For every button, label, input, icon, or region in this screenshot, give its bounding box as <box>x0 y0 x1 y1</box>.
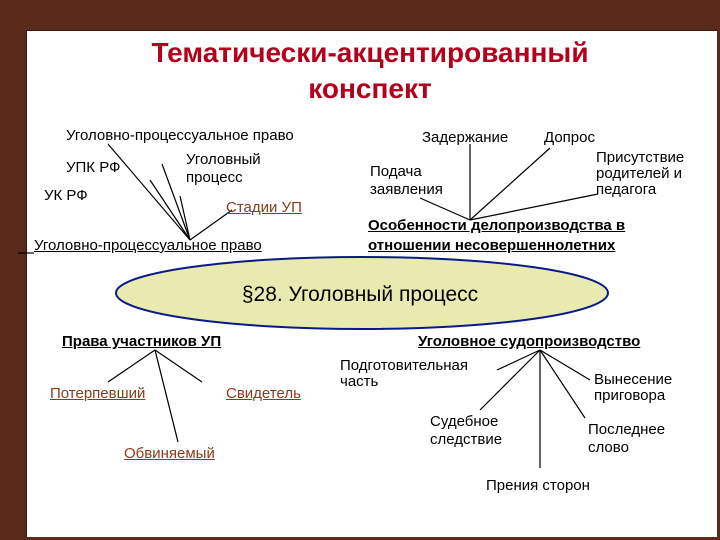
label-poslednee-1: Последнее <box>588 421 666 438</box>
center-topic-label: §28. Уголовный процесс <box>241 283 479 306</box>
label-prisutstvie-2: родителей и <box>596 165 683 182</box>
label-upp-bottom: Уголовно-процессуальное право <box>34 237 262 254</box>
label-upk-rf: УПК РФ <box>66 159 121 176</box>
label-sudebnoe-1: Судебное <box>430 413 499 430</box>
label-sudoproizvodstvo: Уголовное судопроизводство <box>418 333 641 350</box>
title-line-1: Тематически-акцентированный <box>151 37 589 68</box>
label-podgotovitelnaya-2: часть <box>340 373 379 390</box>
link-poterpevshiy[interactable]: Потерпевший <box>50 385 146 402</box>
label-uk-rf: УК РФ <box>44 187 88 204</box>
label-prava-uchastnikov: Права участников УП <box>62 333 222 350</box>
link-obvinyaemy[interactable]: Обвиняемый <box>124 445 215 462</box>
label-podacha-2: заявления <box>370 181 443 198</box>
label-podacha-1: Подача <box>370 163 422 180</box>
label-osobennosti-1: Особенности делопроизводства в <box>368 217 626 234</box>
label-poslednee-2: слово <box>588 439 629 456</box>
label-ugolovny-process-1: Уголовный <box>186 151 261 168</box>
label-zaderzhanie: Задержание <box>422 129 509 146</box>
label-upp-top: Уголовно-процессуальное право <box>66 127 294 144</box>
title-line-2: конспект <box>308 73 432 104</box>
label-preniya: Прения сторон <box>486 477 590 494</box>
frame-top-bar <box>4 4 716 30</box>
center-ellipse <box>115 256 609 330</box>
label-dopros: Допрос <box>544 129 595 146</box>
link-stadii-up[interactable]: Стадии УП <box>226 199 302 216</box>
label-sudebnoe-2: следствие <box>430 431 503 448</box>
label-ugolovny-process-2: процесс <box>186 169 243 186</box>
label-vynesenie-1: Вынесение <box>594 371 673 388</box>
label-prisutstvie-3: педагога <box>596 181 657 198</box>
label-prisutstvie-1: Присутствие <box>596 149 685 166</box>
label-osobennosti-2: отношении несовершеннолетних <box>368 237 616 254</box>
label-vynesenie-2: приговора <box>594 387 666 404</box>
label-podgotovitelnaya-1: Подготовительная <box>340 357 468 374</box>
frame-side-bar <box>4 4 26 536</box>
link-svidetel[interactable]: Свидетель <box>226 385 301 402</box>
